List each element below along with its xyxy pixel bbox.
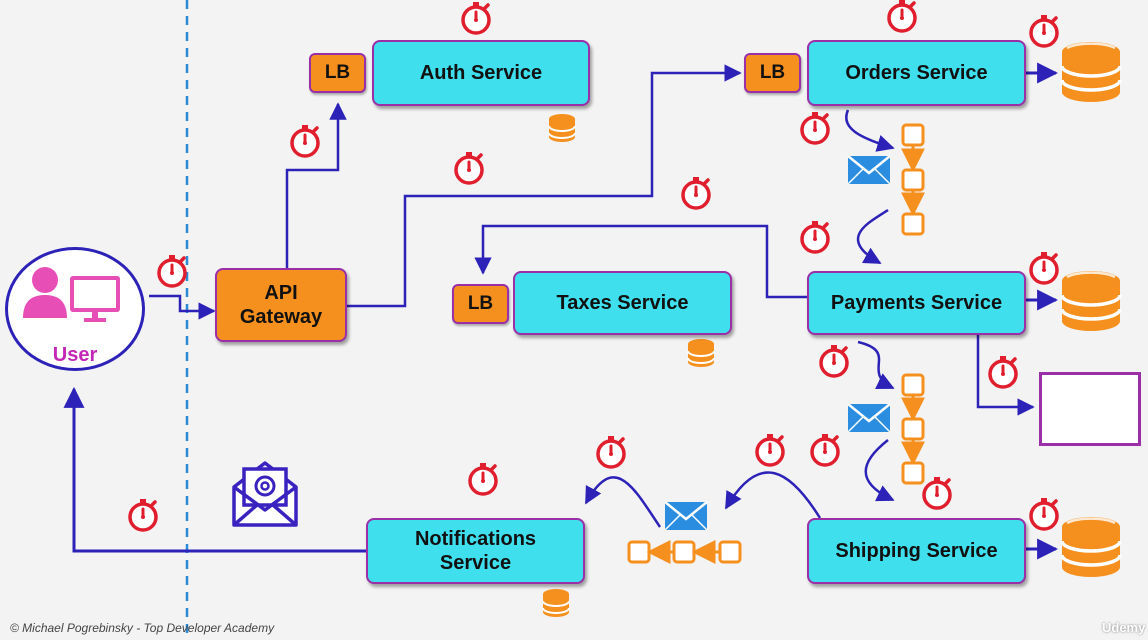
stopwatch-icon [128,497,158,532]
stopwatch-icon [800,110,830,145]
shipping-notifications-queue-icon [627,540,742,564]
orders-service: Orders Service [807,40,1026,106]
notifications-service-label-line2: Service [439,552,512,574]
gateway-label-line1: API [264,282,298,304]
stopwatch-icon [157,253,187,288]
gateway-to-orders-arrow [347,64,742,308]
user-computer-icon [23,267,120,322]
udemy-watermark: Udemy [1102,620,1146,635]
orders-load-balancer: LB [744,53,801,93]
notifications-to-user-arrow [63,386,366,553]
shipping-message-envelope-icon [663,500,709,532]
shipping-service-label: Shipping Service [835,540,998,562]
taxes-database-icon [687,338,715,368]
stopwatch-icon [596,434,626,469]
payments-service-label: Payments Service [830,292,1003,314]
taxes-load-balancer: LB [452,284,509,324]
gateway-to-auth-arrow [285,102,347,268]
stopwatch-icon [819,343,849,378]
payments-to-card-arrow [976,335,1035,416]
orders-to-queue-curve [845,109,895,152]
stopwatch-icon [468,461,498,496]
stopwatch-icon [810,432,840,467]
stopwatch-icon [681,175,711,210]
queue-to-shipping-curve [864,439,895,502]
email-icon [232,461,298,527]
stopwatch-icon [461,0,491,35]
taxes-service-label: Taxes Service [556,292,689,314]
notifications-database-icon [542,588,570,618]
stopwatch-icon [755,432,785,467]
auth-load-balancer: LB [309,53,366,93]
auth-service-label: Auth Service [419,62,543,84]
payments-database-icon [1060,269,1122,333]
queue-to-payments-curve [856,208,889,265]
queue-to-notifications-curve [584,476,662,528]
payments-shipping-queue-icon [901,373,925,485]
user-to-gateway-arrow [149,294,216,320]
payments-service: Payments Service [807,271,1026,335]
stopwatch-icon [290,123,320,158]
orders-database-icon [1060,40,1122,104]
stopwatch-icon [1029,496,1059,531]
auth-service: Auth Service [372,40,590,106]
stopwatch-icon [1029,250,1059,285]
notifications-service-label-line1: Notifications [414,528,537,550]
stopwatch-icon [922,475,952,510]
shipping-service: Shipping Service [807,518,1026,584]
shipping-to-queue-curve [724,471,822,519]
stopwatch-icon [454,150,484,185]
footer-credit: © Michael Pogrebinsky - Top Developer Ac… [10,621,275,635]
taxes-service: Taxes Service [513,271,732,335]
payment-provider-box [1039,372,1141,446]
user-node: User [5,247,145,371]
orders-service-label: Orders Service [845,62,988,84]
payments-to-taxes-arrow [474,224,808,299]
payments-message-envelope-icon [846,402,892,434]
orders-message-envelope-icon [846,154,892,186]
stopwatch-icon [1029,13,1059,48]
orders-payments-queue-icon [901,123,925,236]
payments-to-queue-curve [857,340,895,390]
gateway-label-line2: Gateway [239,306,323,328]
shipping-database-icon [1060,515,1122,579]
stopwatch-icon [887,0,917,33]
auth-database-icon [548,113,576,143]
user-label: User [52,344,98,366]
stopwatch-icon [988,354,1018,389]
stopwatch-icon [800,219,830,254]
